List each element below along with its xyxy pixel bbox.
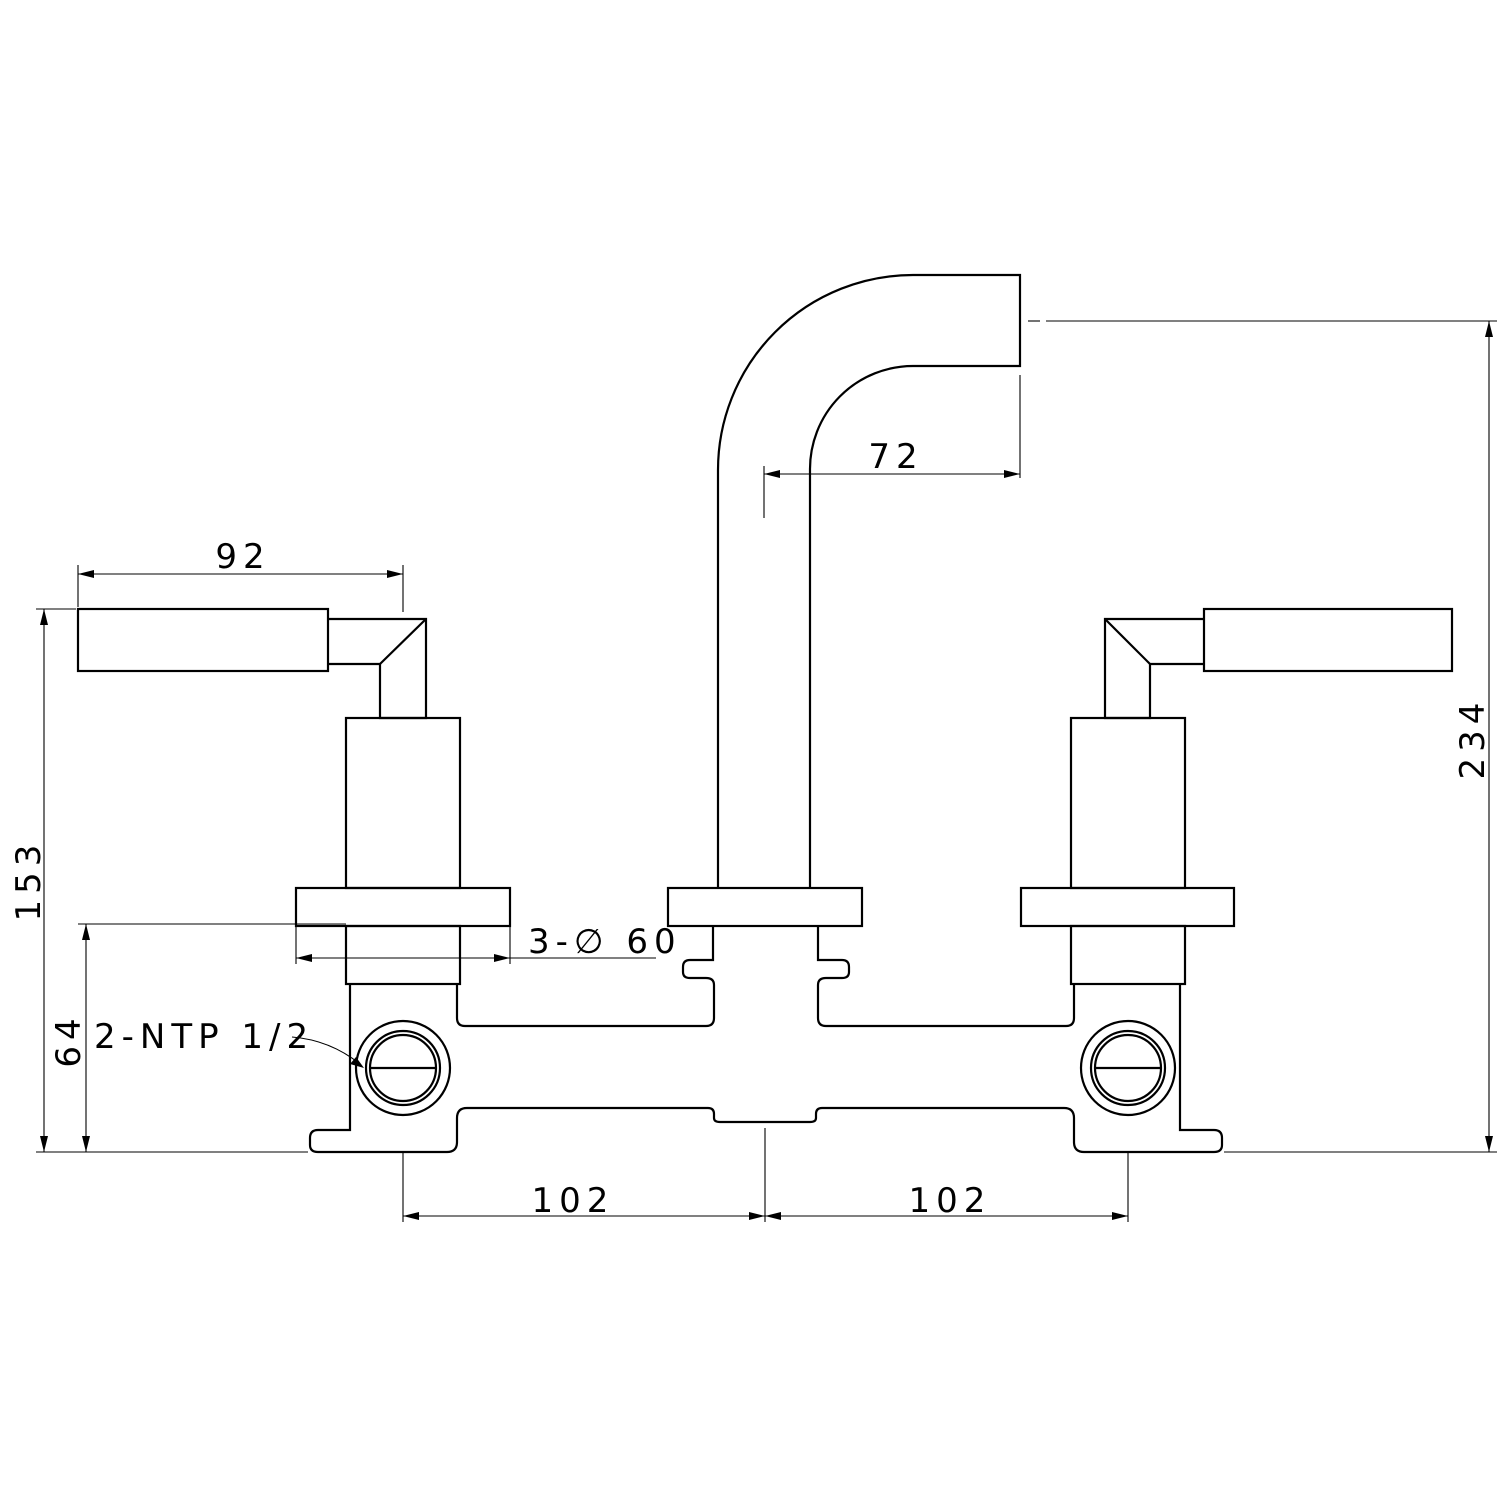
right-handle-assembly [1019,607,1454,986]
inlet-height-label: 64 [49,1012,89,1067]
dim-handle-reach [77,565,404,612]
handle-reach-label: 92 [215,537,270,577]
dim-trim-diameter [295,926,656,964]
left-spacing-label: 102 [532,1181,615,1221]
dim-handle-height [36,608,308,1153]
inlet-thread-label: 2-NTP 1/2 [94,1017,314,1057]
rough-in-body-top-left [455,976,716,1028]
right-spacing-label: 102 [909,1181,992,1221]
dim-spout-reach [763,375,1021,518]
spout-reach-label: 72 [868,437,923,477]
trim-diameter-label: 3-∅ 60 [528,922,682,962]
dim-inlet-height [78,923,346,1152]
left-inlet-port [354,1019,452,1117]
dim-spacing [402,1128,1129,1222]
left-handle-assembly [76,607,512,986]
spout [666,273,1022,980]
dim-overall-height [1028,320,1497,1153]
right-inlet-port [1079,1019,1177,1117]
rough-in-body [308,985,1224,1154]
dim-inlet-thread-leader [291,1036,364,1068]
overall-height-label: 234 [1453,697,1493,780]
rough-in-body-top-right [816,976,1076,1028]
handle-height-label: 153 [9,839,49,922]
